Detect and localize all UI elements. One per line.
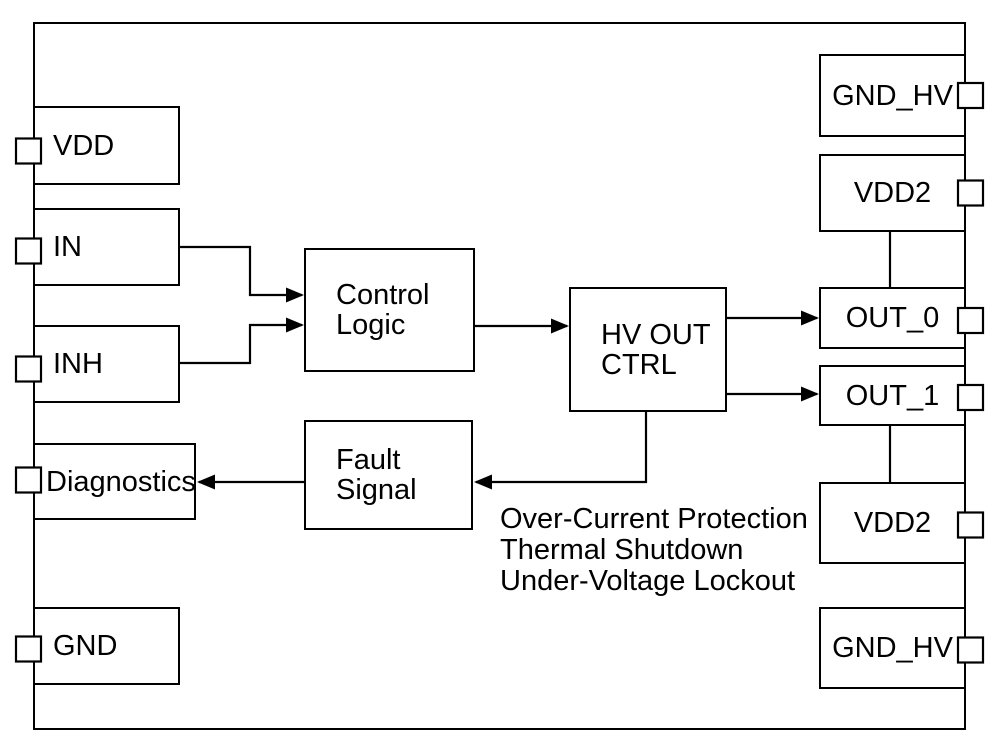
block-hv-out-ctrl-line2: CTRL [601,348,677,381]
block-gnd-label: GND [53,630,118,662]
block-out-1-label: OUT_1 [845,379,940,412]
block-gnd-hv-top: GND_HV [819,54,966,137]
block-out-0: OUT_0 [819,287,966,349]
block-vdd: VDD [33,106,180,185]
block-out-1: OUT_1 [819,365,966,426]
block-control-logic: Control Logic [304,248,475,372]
annotation-line-3: Under-Voltage Lockout [500,565,796,597]
annotation-line-2: Thermal Shutdown [500,534,744,566]
block-in-label: IN [53,231,82,263]
block-hv-out-ctrl-line1: HV OUT [601,318,711,351]
block-vdd2-top-label: VDD2 [853,177,932,209]
block-hv-out-ctrl: HV OUT CTRL [569,287,727,412]
block-vdd2-bottom: VDD2 [819,482,966,564]
block-control-logic-line2: Logic [336,309,406,341]
block-gnd-hv-top-label: GND_HV [832,79,953,112]
chip-boundary-box [33,22,966,730]
block-gnd-hv-bottom-label: GND_HV [832,632,953,664]
block-diagnostics: Diagnostics [33,443,196,520]
block-diagnostics-label: Diagnostics [46,465,196,498]
block-control-logic-line1: Control [336,279,430,311]
block-vdd2-top: VDD2 [819,154,966,232]
block-fault-signal: Fault Signal [304,420,473,530]
annotation-line-1: Over-Current Protection [500,503,808,535]
block-inh-label: INH [53,348,103,380]
protection-annotation: Over-Current Protection Thermal Shutdown… [500,504,808,597]
block-fault-signal-line1: Fault [336,444,401,476]
block-vdd-label: VDD [53,129,115,162]
block-vdd2-bottom-label: VDD2 [853,507,932,539]
block-gnd-hv-bottom: GND_HV [819,607,966,689]
block-inh: INH [33,325,180,403]
block-fault-signal-line2: Signal [336,474,417,506]
block-gnd: GND [33,607,180,685]
block-in: IN [33,208,180,286]
block-out-0-label: OUT_0 [845,302,940,334]
